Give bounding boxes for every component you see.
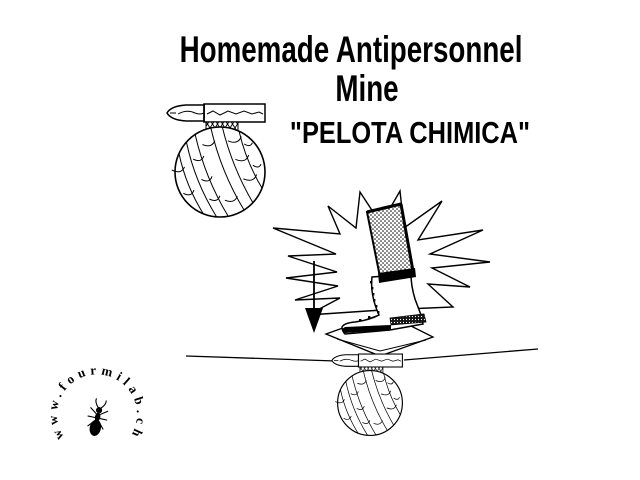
title-line-2: Mine bbox=[335, 68, 399, 109]
boot-laces bbox=[359, 281, 380, 322]
watermark: www.fourmilab.ch bbox=[45, 362, 149, 443]
mine-device-buried bbox=[328, 353, 410, 445]
boot-heel bbox=[389, 313, 427, 326]
ground-line bbox=[185, 348, 539, 362]
boot-sole bbox=[342, 325, 391, 333]
down-arrow-icon bbox=[305, 261, 323, 333]
trouser-leg bbox=[365, 202, 416, 283]
ant-icon bbox=[87, 398, 109, 436]
mine-device-exposed bbox=[161, 103, 276, 231]
boot-icon bbox=[341, 273, 427, 335]
title-line-1: Homemade Antipersonnel bbox=[179, 29, 523, 70]
subtitle: "PELOTA CHIMICA" bbox=[289, 115, 531, 150]
